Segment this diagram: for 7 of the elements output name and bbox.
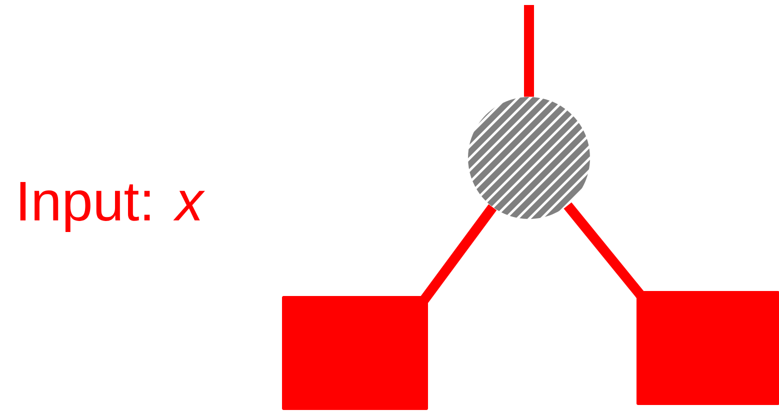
hatched-circle bbox=[468, 97, 590, 219]
square-block bbox=[636, 291, 779, 405]
connector-line bbox=[524, 5, 534, 97]
connector-line bbox=[564, 202, 644, 298]
input-label: Input: x bbox=[20, 182, 205, 232]
square-block bbox=[282, 296, 428, 410]
connector-line bbox=[420, 204, 497, 303]
